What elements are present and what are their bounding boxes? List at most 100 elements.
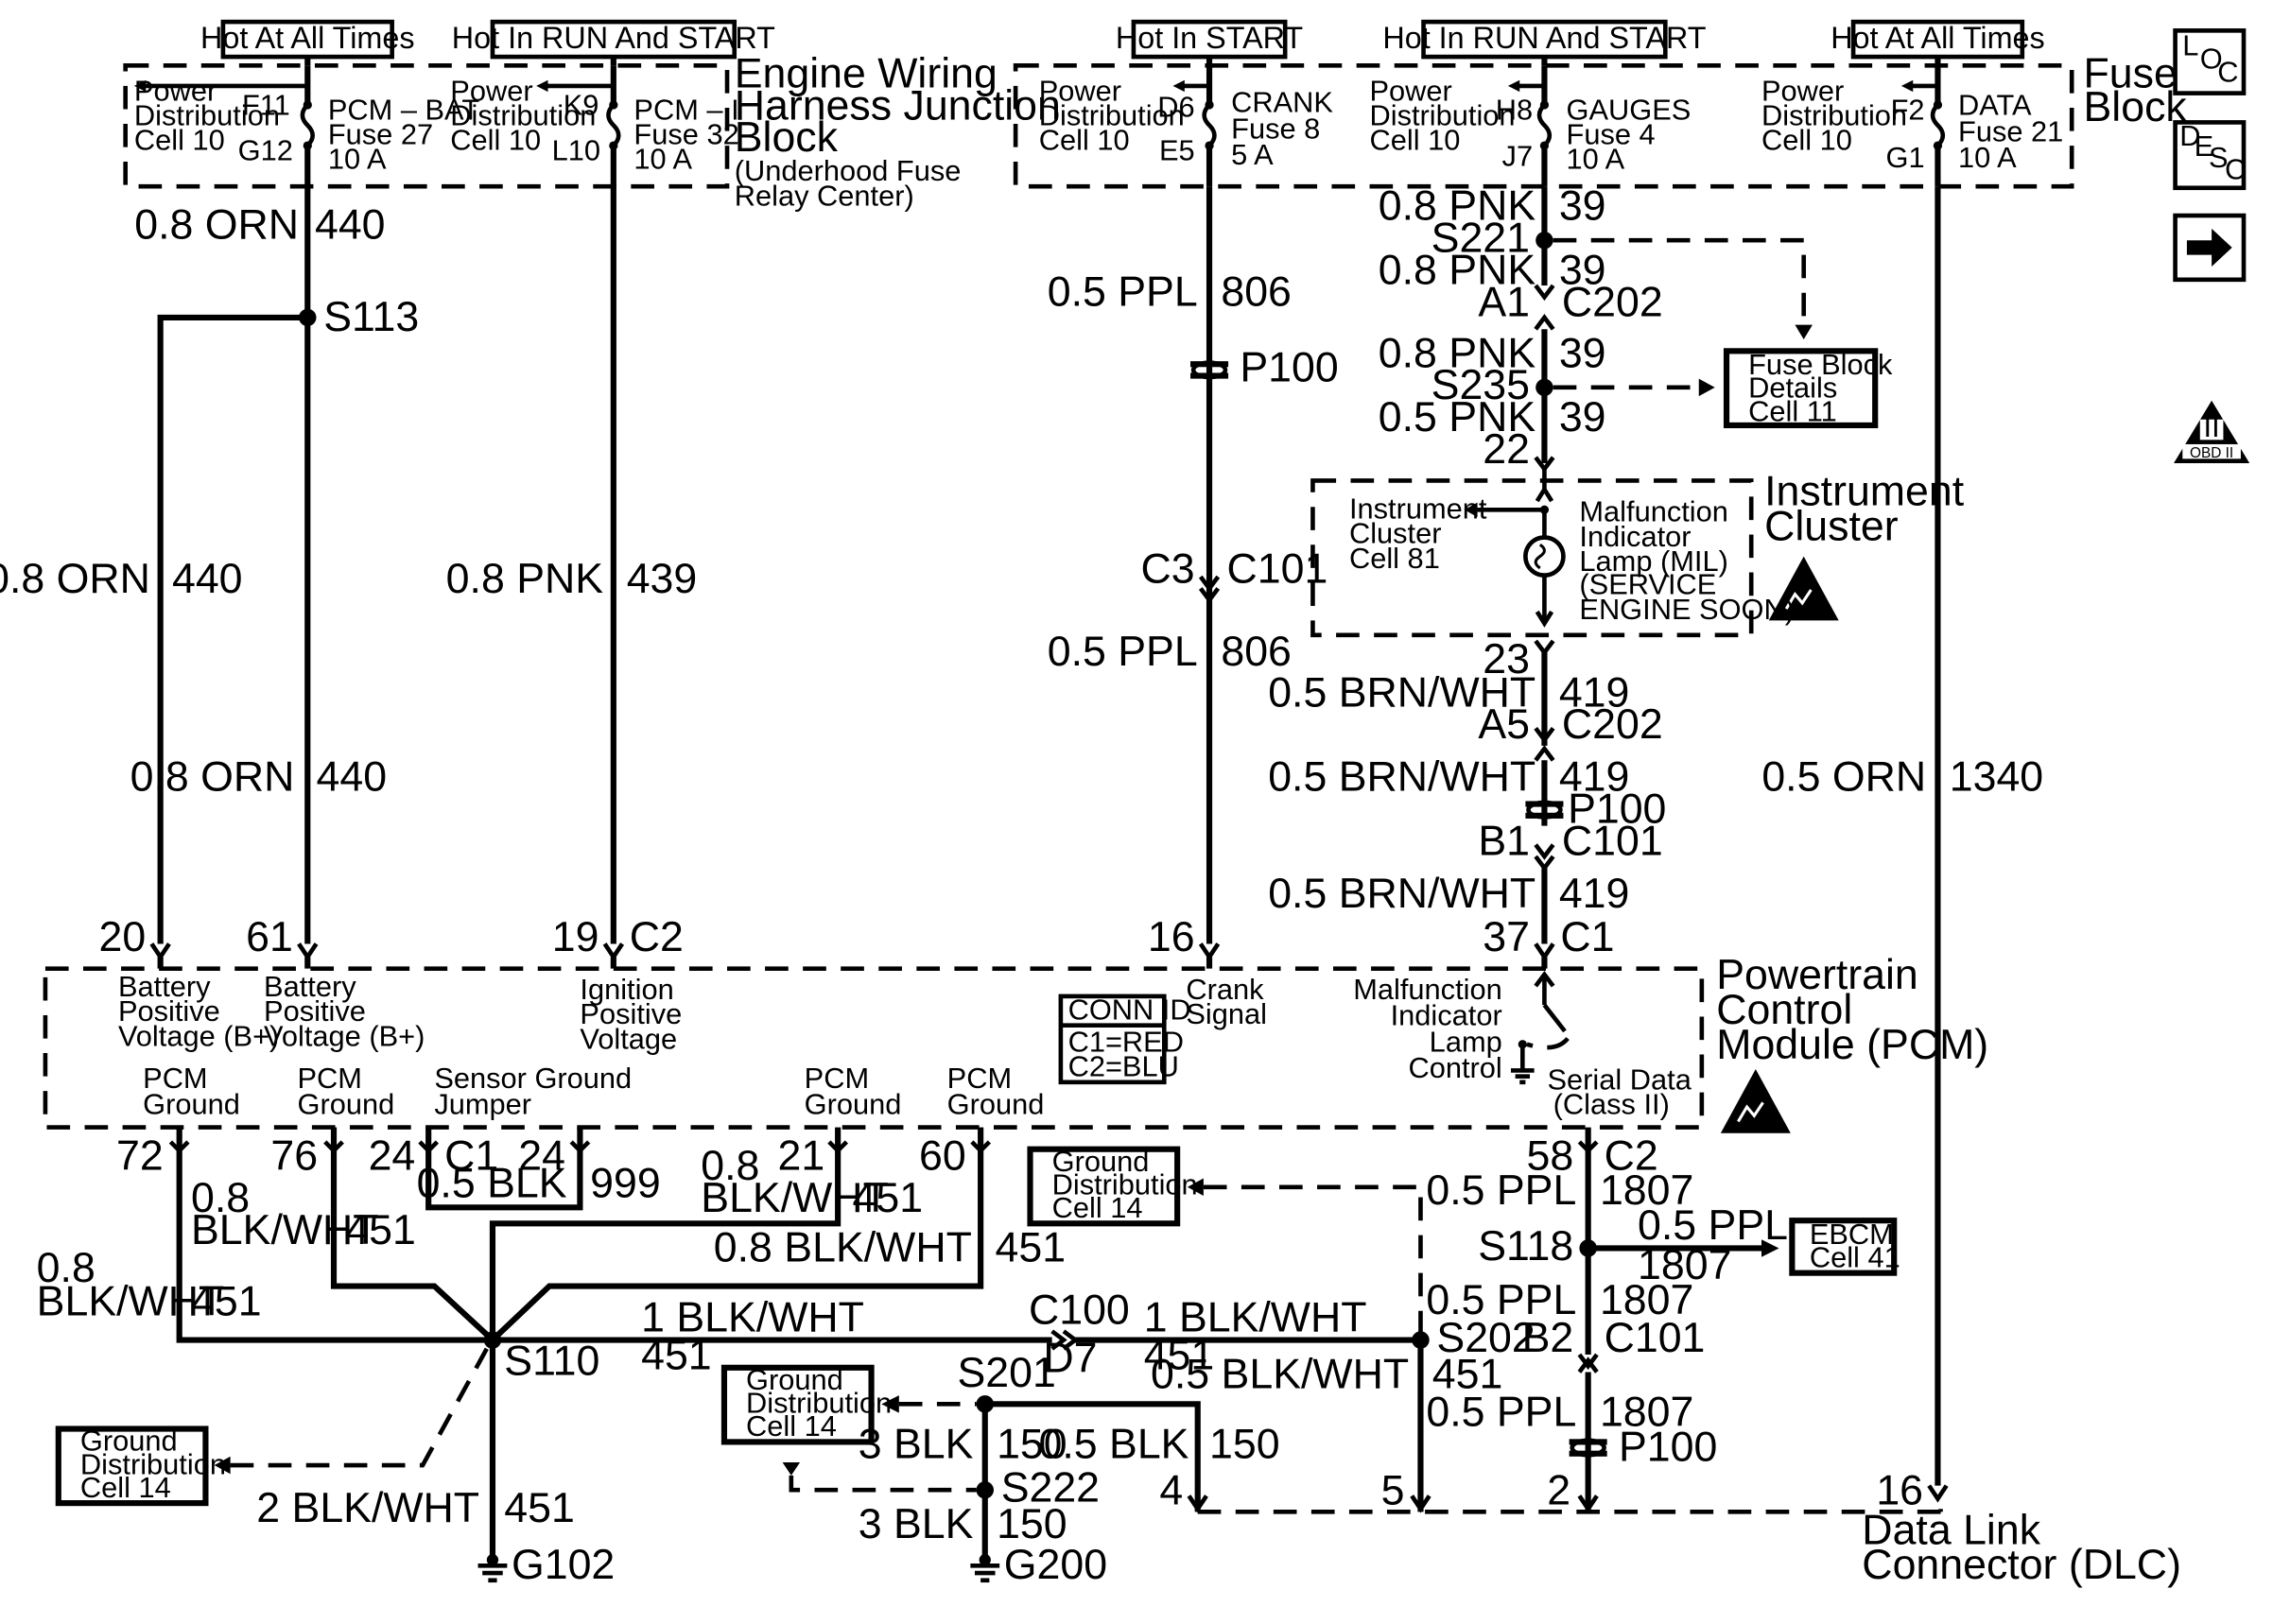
wire-number: 439 [627,556,698,602]
wire-number: 419 [1559,754,1630,801]
icon-letter: C [2225,153,2246,186]
ground-distribution-ref-top[interactable]: Ground Distribution Cell 14 [1027,1145,1198,1227]
fuse-label: 10 A [1567,143,1625,176]
loc-icon[interactable]: L O C [2173,28,2247,95]
pcm-pin-label: Positive [264,994,366,1028]
pcm-pin-label: PCM [143,1062,207,1095]
pin-number: 24 [369,1132,416,1179]
ref-label: Distribution [1052,1167,1198,1201]
fuse-label: Fuse 8 [1231,112,1320,145]
header-hot-at-all-times-left: Hot At All Times [200,19,415,60]
connector-label: C100 [1029,1287,1130,1334]
wire-color: 0.5 PPL [1426,1389,1576,1435]
mil-label: ENGINE SOON) [1579,593,1795,626]
splice-label: S113 [323,294,419,340]
pcm-pin-label: Ground [947,1088,1045,1121]
pcm-pin-label: (Class II) [1553,1088,1670,1121]
wire-color: 0.5 BLK [417,1161,567,1207]
fuse-label: PCM – I [633,93,738,126]
crank-circuit: 0.5 PPL 806 P100 C3 C101 0.5 PPL 806 16 [1048,186,1339,969]
wire-color: 0.5 BLK [1039,1421,1189,1467]
pin-label: K9 [564,89,599,122]
pcm-pin-label: Voltage [580,1022,677,1055]
splice-s221 [1536,231,1553,250]
fuse-label: Fuse 27 [328,118,433,151]
pcm-pin-label: Indicator [1391,999,1502,1032]
pin-number: 2 [1547,1468,1570,1514]
component-title: Data Link [1862,1507,2040,1553]
power-distribution-ref: Power [450,74,532,107]
block-title: Harness Junction [735,82,1061,129]
next-arrow-icon[interactable] [2173,213,2247,283]
pin-number: 22 [1483,426,1530,473]
power-distribution-ref: Cell 10 [1761,124,1852,157]
esd-icon [1720,1068,1791,1133]
pin-number: 58 [1527,1132,1574,1179]
ref-label: Ground [1052,1145,1150,1178]
wire-color: 0.8 [37,1245,95,1291]
desc-icon[interactable]: D E S C [2173,119,2247,191]
splice-s235 [1536,378,1553,397]
wire-440-439-group: 0.8 ORN 440 S113 0.8 ORN 440 0.8 ORN 440… [0,186,698,969]
pcm-pin-label: Battery [118,970,211,1003]
connector-id-box: CONN ID C1=RED C2=BLU [1058,993,1191,1085]
wire-number: 440 [315,202,386,249]
pin-label: F2 [1891,93,1925,126]
wire-number: 1807 [1600,1389,1693,1435]
component-title: Module (PCM) [1716,1022,1988,1068]
pcm-pin-label: Sensor Ground [434,1062,632,1095]
ebcm-ref[interactable]: EBCM Cell 41 [1789,1218,1900,1276]
wire-number: 451 [345,1207,416,1253]
header-hot-in-run-start-left: Hot In RUN And START [452,19,775,60]
pin-label: E5 [1159,133,1195,166]
pcm-pin-label: Voltage (B+) [264,1019,425,1052]
fuse-block-details-ref[interactable]: Fuse Block Details Cell 11 [1723,348,1893,428]
cluster-ref: Instrument [1349,492,1487,526]
ref-label: Ground [80,1425,178,1458]
wire-number: 39 [1559,394,1606,441]
pcm-pin-label: Positive [118,994,220,1028]
icon-letter: L [2182,29,2198,62]
fuse-label: Fuse 21 [1958,114,2063,147]
connector-label: C3 [1141,545,1195,592]
pin-label: H8 [1496,93,1533,126]
connector-label: A5 [1478,701,1530,748]
pcm-pin-label: Ground [143,1088,240,1121]
ref-label: Cell 14 [746,1409,837,1443]
pcm-pin-label: Crank [1186,973,1264,1006]
wire-color: 0.8 ORN [0,556,150,602]
ref-label: Details [1748,371,1837,405]
connector-label: C1 [444,1132,498,1179]
connector-label: C101 [1605,1315,1706,1361]
wire-number: 451 [996,1224,1067,1270]
icon-letter: C [2217,55,2238,88]
wire-number: 39 [1559,183,1606,230]
wire-color: 0.5 BLK/WHT [1151,1351,1409,1397]
wire-color: 0.5 PPL [1048,629,1198,675]
pin-number: 61 [246,914,293,960]
ground-distribution-ref-left[interactable]: Ground Distribution Cell 14 [55,1425,226,1507]
connector-label: P100 [1619,1424,1717,1470]
ref-label: Cell 14 [1052,1191,1143,1224]
wire-number: 1807 [1638,1242,1731,1288]
wire-number: 150 [1209,1421,1280,1467]
gauges-circuit: 0.8 PNK 39 S221 0.8 PNK 39 A1 C202 0.8 P… [1379,183,1893,473]
wire-color: 0.5 BRN/WHT [1268,669,1536,716]
connector-label: C202 [1562,701,1663,748]
ground-distribution-ref-mid[interactable]: Ground Distribution Cell 14 [720,1363,892,1445]
pin-label: L10 [552,133,600,166]
pin-label: G12 [238,133,293,166]
wire-color: 0.5 ORN [1761,754,1926,801]
pin-number: 76 [270,1132,318,1179]
icon-letter: E [2195,130,2214,163]
wire-color: 0.8 PNK [1379,247,1536,293]
fuse-label: CRANK [1231,86,1333,119]
header-label: Hot In RUN And START [1382,21,1706,55]
mil-circuit: 23 0.5 BRN/WHT 419 A5 C202 0.5 BRN/WHT 4… [1268,636,1666,969]
ground-symbol-g102 [477,1554,508,1583]
pcm-pin-label: Ignition [580,973,673,1006]
power-distribution-ref: Cell 10 [450,124,541,157]
splice-label: S235 [1431,362,1530,408]
wire-color: 0.8 [191,1175,250,1221]
pin-number: 72 [116,1132,164,1179]
